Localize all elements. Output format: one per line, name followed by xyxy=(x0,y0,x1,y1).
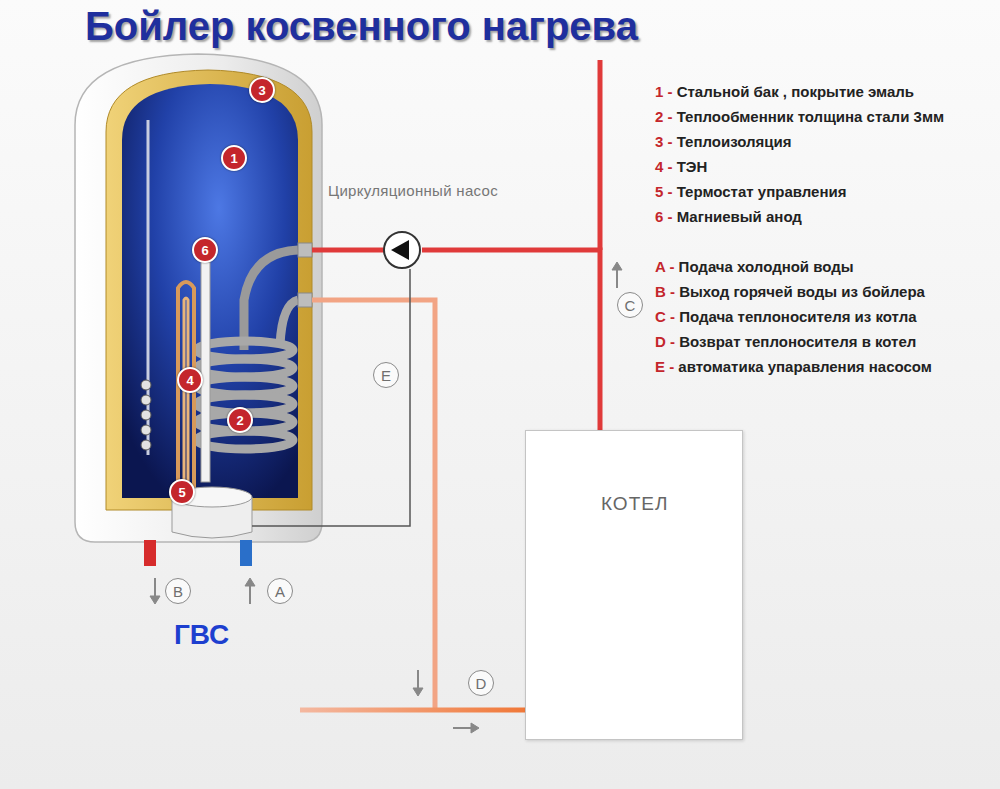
callout-number: 2 xyxy=(227,407,253,433)
legend-line: 3 - Теплоизоляция xyxy=(655,133,792,150)
coil-pipe xyxy=(244,250,298,350)
hot-water-outlet xyxy=(144,540,156,566)
legend-line: A - Подача холодной воды xyxy=(655,258,854,275)
callout-letter: B xyxy=(165,578,191,604)
boiler-unit: КОТЕЛ xyxy=(525,430,743,740)
callout-letter: C xyxy=(617,292,643,318)
callout-number: 4 xyxy=(177,367,203,393)
boiler-shell xyxy=(75,54,322,542)
heat-carrier-pipe xyxy=(422,250,600,430)
pump-triangle xyxy=(391,240,409,260)
legend-line: E - автоматика упаравления насосом xyxy=(655,358,932,375)
legend-line: B - Выход горячей воды из бойлера xyxy=(655,283,925,300)
legend-line: 5 - Термостат управления xyxy=(655,183,846,200)
sensor-coil xyxy=(141,395,151,405)
cold-water-inlet xyxy=(240,540,252,566)
legend-line: 4 - ТЭН xyxy=(655,158,707,175)
steel-tank xyxy=(122,84,298,498)
circulation-pump: Циркуляционный насос xyxy=(328,182,502,274)
callout-letter: A xyxy=(267,578,293,604)
callout-number: 5 xyxy=(169,479,195,505)
return-pipe xyxy=(312,300,435,710)
callout-letter: D xyxy=(468,670,494,696)
legend-line: D - Возврат теплоносителя в котел xyxy=(655,333,916,350)
supply-pipe xyxy=(312,248,384,253)
coil-turn xyxy=(197,431,293,449)
node-label: Циркуляционный насос xyxy=(328,182,502,199)
hot-water-label: ГВС xyxy=(174,619,229,651)
callout-letter: E xyxy=(373,362,399,388)
sensor-coil xyxy=(141,410,151,420)
return-pipe xyxy=(300,708,525,713)
legend-line: C - Подача теплоносителя из котла xyxy=(655,308,917,325)
node-label: КОТЕЛ xyxy=(601,493,668,515)
pump-circle xyxy=(384,232,420,268)
pump-symbol xyxy=(382,230,422,270)
callout-number: 6 xyxy=(192,237,218,263)
sensor-coil xyxy=(141,425,151,435)
coil-pipe xyxy=(280,300,298,345)
sensor-coil xyxy=(141,440,151,450)
control-wire xyxy=(252,269,410,526)
legend-line: 2 - Теплообменник толщина стали 3мм xyxy=(655,108,944,125)
pipe-fitting xyxy=(298,293,312,307)
callout-number: 1 xyxy=(221,145,247,171)
callout-number: 3 xyxy=(249,77,275,103)
magnesium-anode xyxy=(201,262,210,482)
sensor-coil xyxy=(141,380,151,390)
supply-pipe xyxy=(598,60,603,250)
heating-element xyxy=(184,298,188,492)
pipe-fitting xyxy=(298,243,312,257)
legend-line: 6 - Магниевый анод xyxy=(655,208,802,225)
diagram-title: Бойлер косвенного нагрева xyxy=(85,4,638,49)
legend-line: 1 - Стальной бак , покрытие эмаль xyxy=(655,83,914,100)
insulation xyxy=(106,70,312,510)
